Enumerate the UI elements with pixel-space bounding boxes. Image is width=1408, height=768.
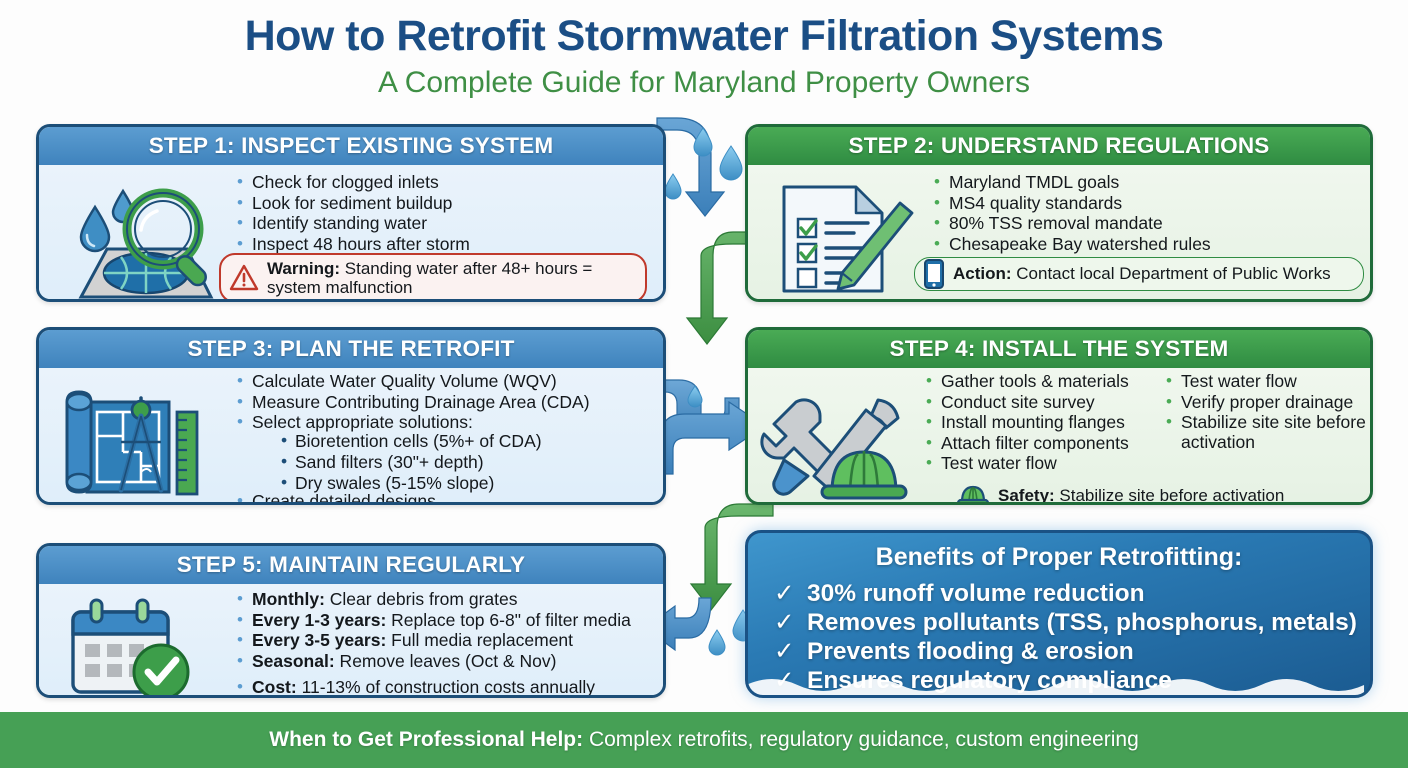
bullet-text: 11-13% of construction costs annually [296, 677, 596, 698]
list-item: Conduct site survey [926, 392, 1150, 413]
bullet-text: Full media replacement [386, 630, 574, 651]
step-2-heading: STEP 2: UNDERSTAND REGULATIONS [748, 127, 1370, 165]
warning-text: Standing water after 48+ hours = system … [267, 259, 593, 298]
list-item: 30% runoff volume reduction [774, 579, 1370, 608]
safety-label: Safety: [998, 486, 1055, 505]
blueprint-compass-ruler-icon [59, 384, 219, 500]
step-2-bullet-list: Maryland TMDL goals MS4 quality standard… [934, 172, 1364, 255]
list-item: Every 1-3 years: Replace top 6-8" of fil… [237, 609, 663, 631]
bullet-label: Monthly: [252, 589, 325, 609]
step-4-heading: STEP 4: INSTALL THE SYSTEM [748, 330, 1370, 368]
footer-text: When to Get Professional Help: Complex r… [269, 728, 1139, 752]
step-4-safety-box: Safety: Stabilize site before activation [948, 480, 1368, 505]
step-5-heading: STEP 5: MAINTAIN REGULARLY [39, 546, 663, 584]
step-4-card[interactable]: STEP 4: INSTALL THE SYSTEM Gather tools … [745, 327, 1373, 505]
page-subtitle: A Complete Guide for Maryland Property O… [378, 66, 1030, 99]
flow-connectors [643, 117, 774, 656]
list-item: Measure Contributing Drainage Area (CDA) [237, 392, 663, 413]
step-3-bullet-list: Calculate Water Quality Volume (WQV) Mea… [237, 371, 663, 434]
step-3-card[interactable]: STEP 3: PLAN THE RETROFIT [36, 327, 666, 505]
arrow-into-step4 [660, 400, 767, 475]
list-item: Check for clogged inlets [237, 172, 657, 193]
list-item: Cost: 11-13% of construction costs annua… [237, 677, 663, 698]
list-item: Gather tools & materials [926, 371, 1150, 392]
list-item: Test water flow [1166, 371, 1366, 392]
bullet-text: Replace top 6-8" of filter media [386, 609, 631, 630]
step-1-card[interactable]: STEP 1: INSPECT EXISTING SYSTEM [36, 124, 666, 302]
footer-label: When to Get Professional Help: [269, 728, 584, 751]
list-item: Identify standing water [237, 213, 657, 234]
droplet-icon [719, 145, 743, 181]
step-4-bullet-list-col1: Gather tools & materials Conduct site su… [926, 371, 1150, 475]
list-item: Every 3-5 years: Full media replacement [237, 630, 663, 651]
step-1-warning-box: Warning: Standing water after 48+ hours … [219, 253, 647, 299]
step-5-card[interactable]: STEP 5: MAINTAIN REGULARLY [36, 543, 666, 698]
step-1-heading: STEP 1: INSPECT EXISTING SYSTEM [39, 127, 663, 165]
footer-bar: When to Get Professional Help: Complex r… [0, 712, 1408, 768]
list-item: Select appropriate solutions: [237, 412, 663, 433]
footer-detail: Complex retrofits, regulatory guidance, … [583, 728, 1139, 751]
list-item: Calculate Water Quality Volume (WQV) [237, 371, 663, 392]
bullet-text: Remove leaves (Oct & Nov) [334, 650, 557, 671]
magnifier-over-drain-grate-icon [59, 187, 229, 299]
list-item: Attach filter components [926, 433, 1150, 454]
step-3-heading: STEP 3: PLAN THE RETROFIT [39, 330, 663, 368]
step-2-card[interactable]: STEP 2: UNDERSTAND REGULATIONS [745, 124, 1373, 302]
bullet-text: Clear debris from grates [324, 589, 518, 609]
list-item: Sand filters (30"+ depth) [281, 452, 663, 473]
page-title: How to Retrofit Stormwater Filtration Sy… [244, 12, 1164, 60]
warning-triangle-icon [229, 264, 259, 291]
list-item: Prevents flooding & erosion [774, 637, 1370, 666]
list-item: Seasonal: Remove leaves (Oct & Nov) [237, 650, 663, 672]
arrow-step2-to-step3 [685, 220, 774, 345]
list-item: Removes pollutants (TSS, phosphorus, met… [774, 608, 1370, 637]
bullet-label: Cost: [252, 677, 297, 698]
checklist-clipboard-pen-icon [776, 181, 916, 297]
warning-label: Warning: [267, 259, 341, 278]
list-item: Verify proper drainage [1166, 392, 1366, 413]
droplet-icon [693, 127, 713, 157]
step-3-bullet-list-after: Create detailed designs [237, 491, 663, 502]
step-4-bullet-list-col2: Test water flow Verify proper drainage S… [1166, 371, 1366, 453]
calendar-check-icon [63, 598, 198, 695]
list-item: Create detailed designs [237, 491, 663, 502]
arrow-step4-to-step5 [689, 503, 774, 611]
step-3-sub-bullet-list: Bioretention cells (5%+ of CDA) Sand fil… [281, 431, 663, 495]
step-1-bullet-list: Check for clogged inlets Look for sedime… [237, 172, 657, 255]
list-item: 80% TSS removal mandate [934, 213, 1364, 234]
droplet-icon [687, 385, 703, 408]
list-item: Bioretention cells (5%+ of CDA) [281, 431, 663, 452]
bullet-label: Seasonal: [252, 650, 335, 671]
benefits-panel[interactable]: Benefits of Proper Retrofitting: 30% run… [745, 530, 1373, 698]
list-item: Chesapeake Bay watershed rules [934, 234, 1364, 255]
bullet-label: Every 3-5 years: [252, 630, 387, 651]
list-item: Inspect 48 hours after storm [237, 234, 657, 255]
list-item: Dry swales (5-15% slope) [281, 473, 663, 494]
wrench-hammer-hardhat-icon [760, 384, 926, 500]
step-2-action-box: Action: Contact local Department of Publ… [914, 257, 1364, 291]
arrow-step1-to-step2 [656, 117, 726, 217]
list-item: Install mounting flanges [926, 412, 1150, 433]
mobile-phone-icon [924, 259, 944, 289]
safety-text: Stabilize site before activation [1054, 486, 1285, 505]
list-item: Monthly: Clear debris from grates [237, 589, 663, 610]
bullet-label: Every 1-3 years: [252, 609, 387, 630]
list-item: Look for sediment buildup [237, 193, 657, 214]
list-item: Stabilize site site before activation [1166, 412, 1366, 452]
action-text: Contact local Department of Public Works [1011, 264, 1331, 284]
wave-edge-decoration [748, 679, 1365, 695]
droplet-icon [708, 629, 726, 656]
step-5-bullet-list: Monthly: Clear debris from grates Every … [237, 589, 663, 698]
list-item: Test water flow [926, 453, 1150, 474]
droplet-icon [664, 173, 682, 200]
hard-hat-icon [957, 485, 989, 502]
list-item: Maryland TMDL goals [934, 172, 1364, 193]
benefits-title: Benefits of Proper Retrofitting: [875, 543, 1243, 571]
action-label: Action: [953, 264, 1012, 284]
list-item: MS4 quality standards [934, 193, 1364, 214]
